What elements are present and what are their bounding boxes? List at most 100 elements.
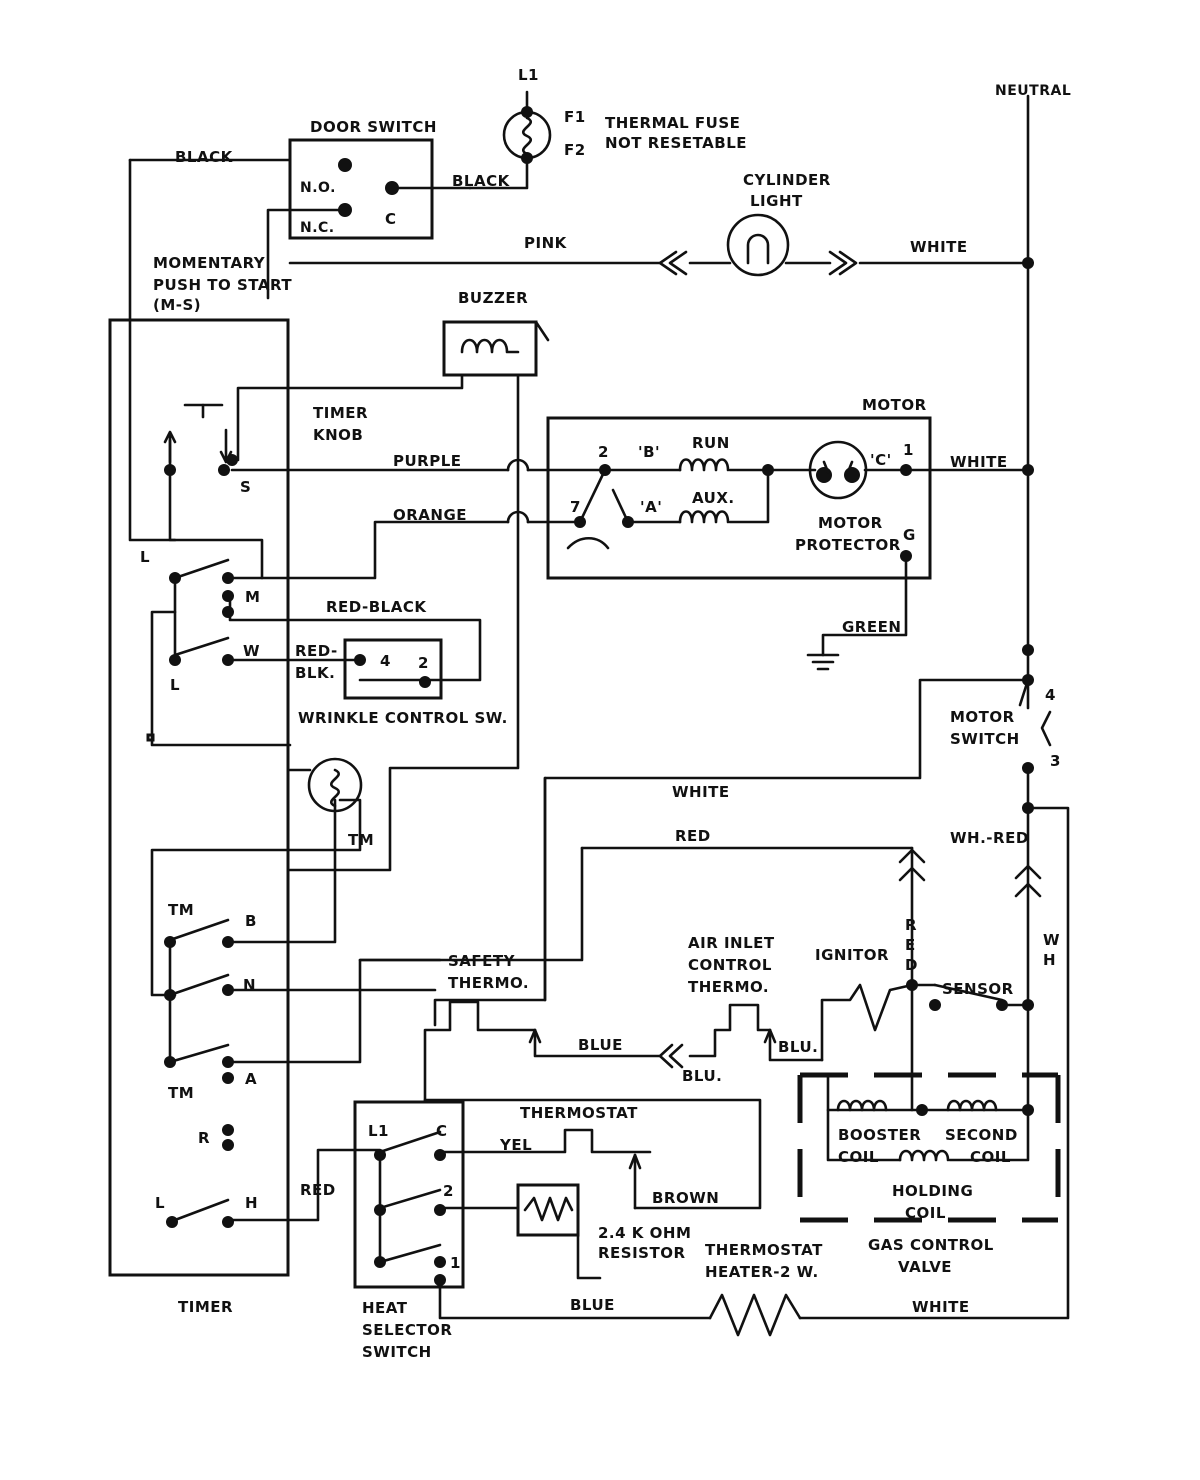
door-switch-box [288, 138, 434, 240]
orange-wire-label: ORANGE [393, 506, 467, 524]
resistor-label: RESISTOR [598, 1244, 686, 1262]
motor-switch-label: MOTOR [950, 708, 1015, 726]
timer-h-label: H [245, 1194, 258, 1212]
red-wire-label-hs: RED [300, 1181, 336, 1199]
thermostat-heater-label-1: THERMOSTAT [705, 1241, 823, 1259]
resistor-zigzag [523, 1196, 574, 1222]
timer-tm-a-label: TM [168, 1084, 194, 1102]
heat-selector-label-1: HEAT [362, 1299, 408, 1317]
timer-l-top-label: L [140, 548, 150, 566]
black-wire-label: BLACK [175, 148, 234, 166]
timer-w-label: W [243, 642, 260, 660]
motor-switch-3-label: 3 [1050, 752, 1061, 770]
ground-g-label: G [903, 526, 916, 544]
timer-l-mid-label: L [170, 676, 180, 694]
text-labels: L1 F1 F2 THERMAL FUSE NOT RESETABLE NEUT… [140, 66, 1071, 1361]
heat-selector-label-3: SWITCH [362, 1343, 432, 1361]
timer-tm-b-label: TM [168, 901, 194, 919]
motor-protector-label: MOTOR [818, 514, 883, 532]
red-wire-label-mid: RED [675, 827, 711, 845]
motor-protector-symbol [808, 440, 868, 500]
timer-motor-symbol [307, 757, 363, 813]
terminal-b-label: 'B' [638, 443, 660, 461]
timer-l-bottom-label: L [155, 1194, 165, 1212]
heat-selector-label-2: SELECTOR [362, 1321, 452, 1339]
aux-label: AUX. [692, 489, 735, 507]
component-boxes [108, 138, 932, 1289]
connector-chevrons [528, 848, 1042, 1170]
black-wire-label-2: BLACK [452, 172, 511, 190]
centrifugal-switch-arc [566, 536, 610, 550]
wrinkle-terminal-2: 2 [418, 654, 429, 672]
resistor-box [516, 1183, 580, 1237]
white-wire-label-mid: WHITE [672, 783, 730, 801]
blu-wire-label-2: BLU. [778, 1038, 818, 1056]
holding-coil-label-1: HOLDING [892, 1182, 973, 1200]
terminal-dots [164, 106, 1034, 1286]
motor-box [546, 416, 932, 580]
yel-wire-label: YEL [499, 1136, 532, 1154]
knob-label: KNOB [313, 426, 363, 444]
light-label: LIGHT [750, 192, 803, 210]
holding-coil-label-2: COIL [905, 1204, 946, 1222]
tm-motor-label: TM [348, 831, 374, 849]
purple-wire-label: PURPLE [393, 452, 462, 470]
motor-switch-4-label: 4 [1045, 686, 1056, 704]
safety-thermo-label-1: SAFETY [448, 952, 516, 970]
thermal-fuse-symbol [502, 110, 552, 160]
gas-control-label-2: VALVE [898, 1258, 952, 1276]
blue-wire-label-1: BLUE [578, 1036, 623, 1054]
timer-r-label: R [198, 1129, 210, 1147]
blu-wire-label-1: BLU. [682, 1067, 722, 1085]
nc-label: N.C. [300, 220, 335, 236]
heat-selector-l1-label: L1 [368, 1122, 389, 1140]
brown-wire-label: BROWN [652, 1189, 719, 1207]
white-wire-label-bottom: WHITE [912, 1298, 970, 1316]
heat-selector-2-label: 2 [443, 1182, 454, 1200]
terminal-a-label: 'A' [640, 498, 662, 516]
buzzer-label: BUZZER [458, 289, 528, 307]
heat-selector-box [353, 1100, 465, 1289]
green-wire-label: GREEN [842, 618, 901, 636]
heat-selector-c-label: C [436, 1122, 448, 1140]
booster-coil-label-2: COIL [838, 1148, 879, 1166]
gas-control-label-1: GAS CONTROL [868, 1236, 994, 1254]
gas-control-valve-outline [797, 1072, 1061, 1223]
ignitor-label: IGNITOR [815, 946, 889, 964]
thermal-fuse-label: THERMAL FUSE [605, 114, 740, 132]
run-coil-symbol [678, 458, 730, 472]
wrinkle-control-label: WRINKLE CONTROL SW. [298, 709, 508, 727]
blue-wire-label-bottom: BLUE [570, 1296, 615, 1314]
pink-wire-label: PINK [524, 234, 568, 252]
resistor-value-label: 2.4 K OHM [598, 1224, 691, 1242]
timer-n-label: N [243, 976, 256, 994]
cylinder-light-symbol [658, 213, 858, 277]
wh-red-wire-label: WH.-RED [950, 829, 1029, 847]
aux-coil-symbol [678, 510, 730, 524]
timer-m-label: M [245, 588, 260, 606]
terminal-2-label: 2 [598, 443, 609, 461]
terminal-1-label: 1 [903, 441, 914, 459]
white-wire-label-light: WHITE [910, 238, 968, 256]
f2-label: F2 [564, 141, 586, 159]
control-label: CONTROL [688, 956, 772, 974]
c-label: C [385, 210, 397, 228]
white-wire-label-motor: WHITE [950, 453, 1008, 471]
timer-junction [146, 733, 155, 742]
momentary-label: MOMENTARY [153, 254, 266, 272]
f1-label: F1 [564, 108, 586, 126]
no-label: N.O. [300, 180, 336, 196]
timer-knob-label: TIMER [313, 404, 368, 422]
thermostat-heater-label-2: HEATER-2 W. [705, 1263, 819, 1281]
ms-label: (M-S) [153, 296, 201, 314]
air-inlet-label: AIR INLET [688, 934, 775, 952]
thermo-label: THERMO. [688, 978, 769, 996]
motor-label: MOTOR [862, 396, 927, 414]
heat-selector-1-label: 1 [450, 1254, 461, 1272]
timer-a-label: A [245, 1070, 257, 1088]
buzzer-box [442, 320, 538, 377]
timer-b-label: B [245, 912, 257, 930]
run-label: RUN [692, 434, 730, 452]
